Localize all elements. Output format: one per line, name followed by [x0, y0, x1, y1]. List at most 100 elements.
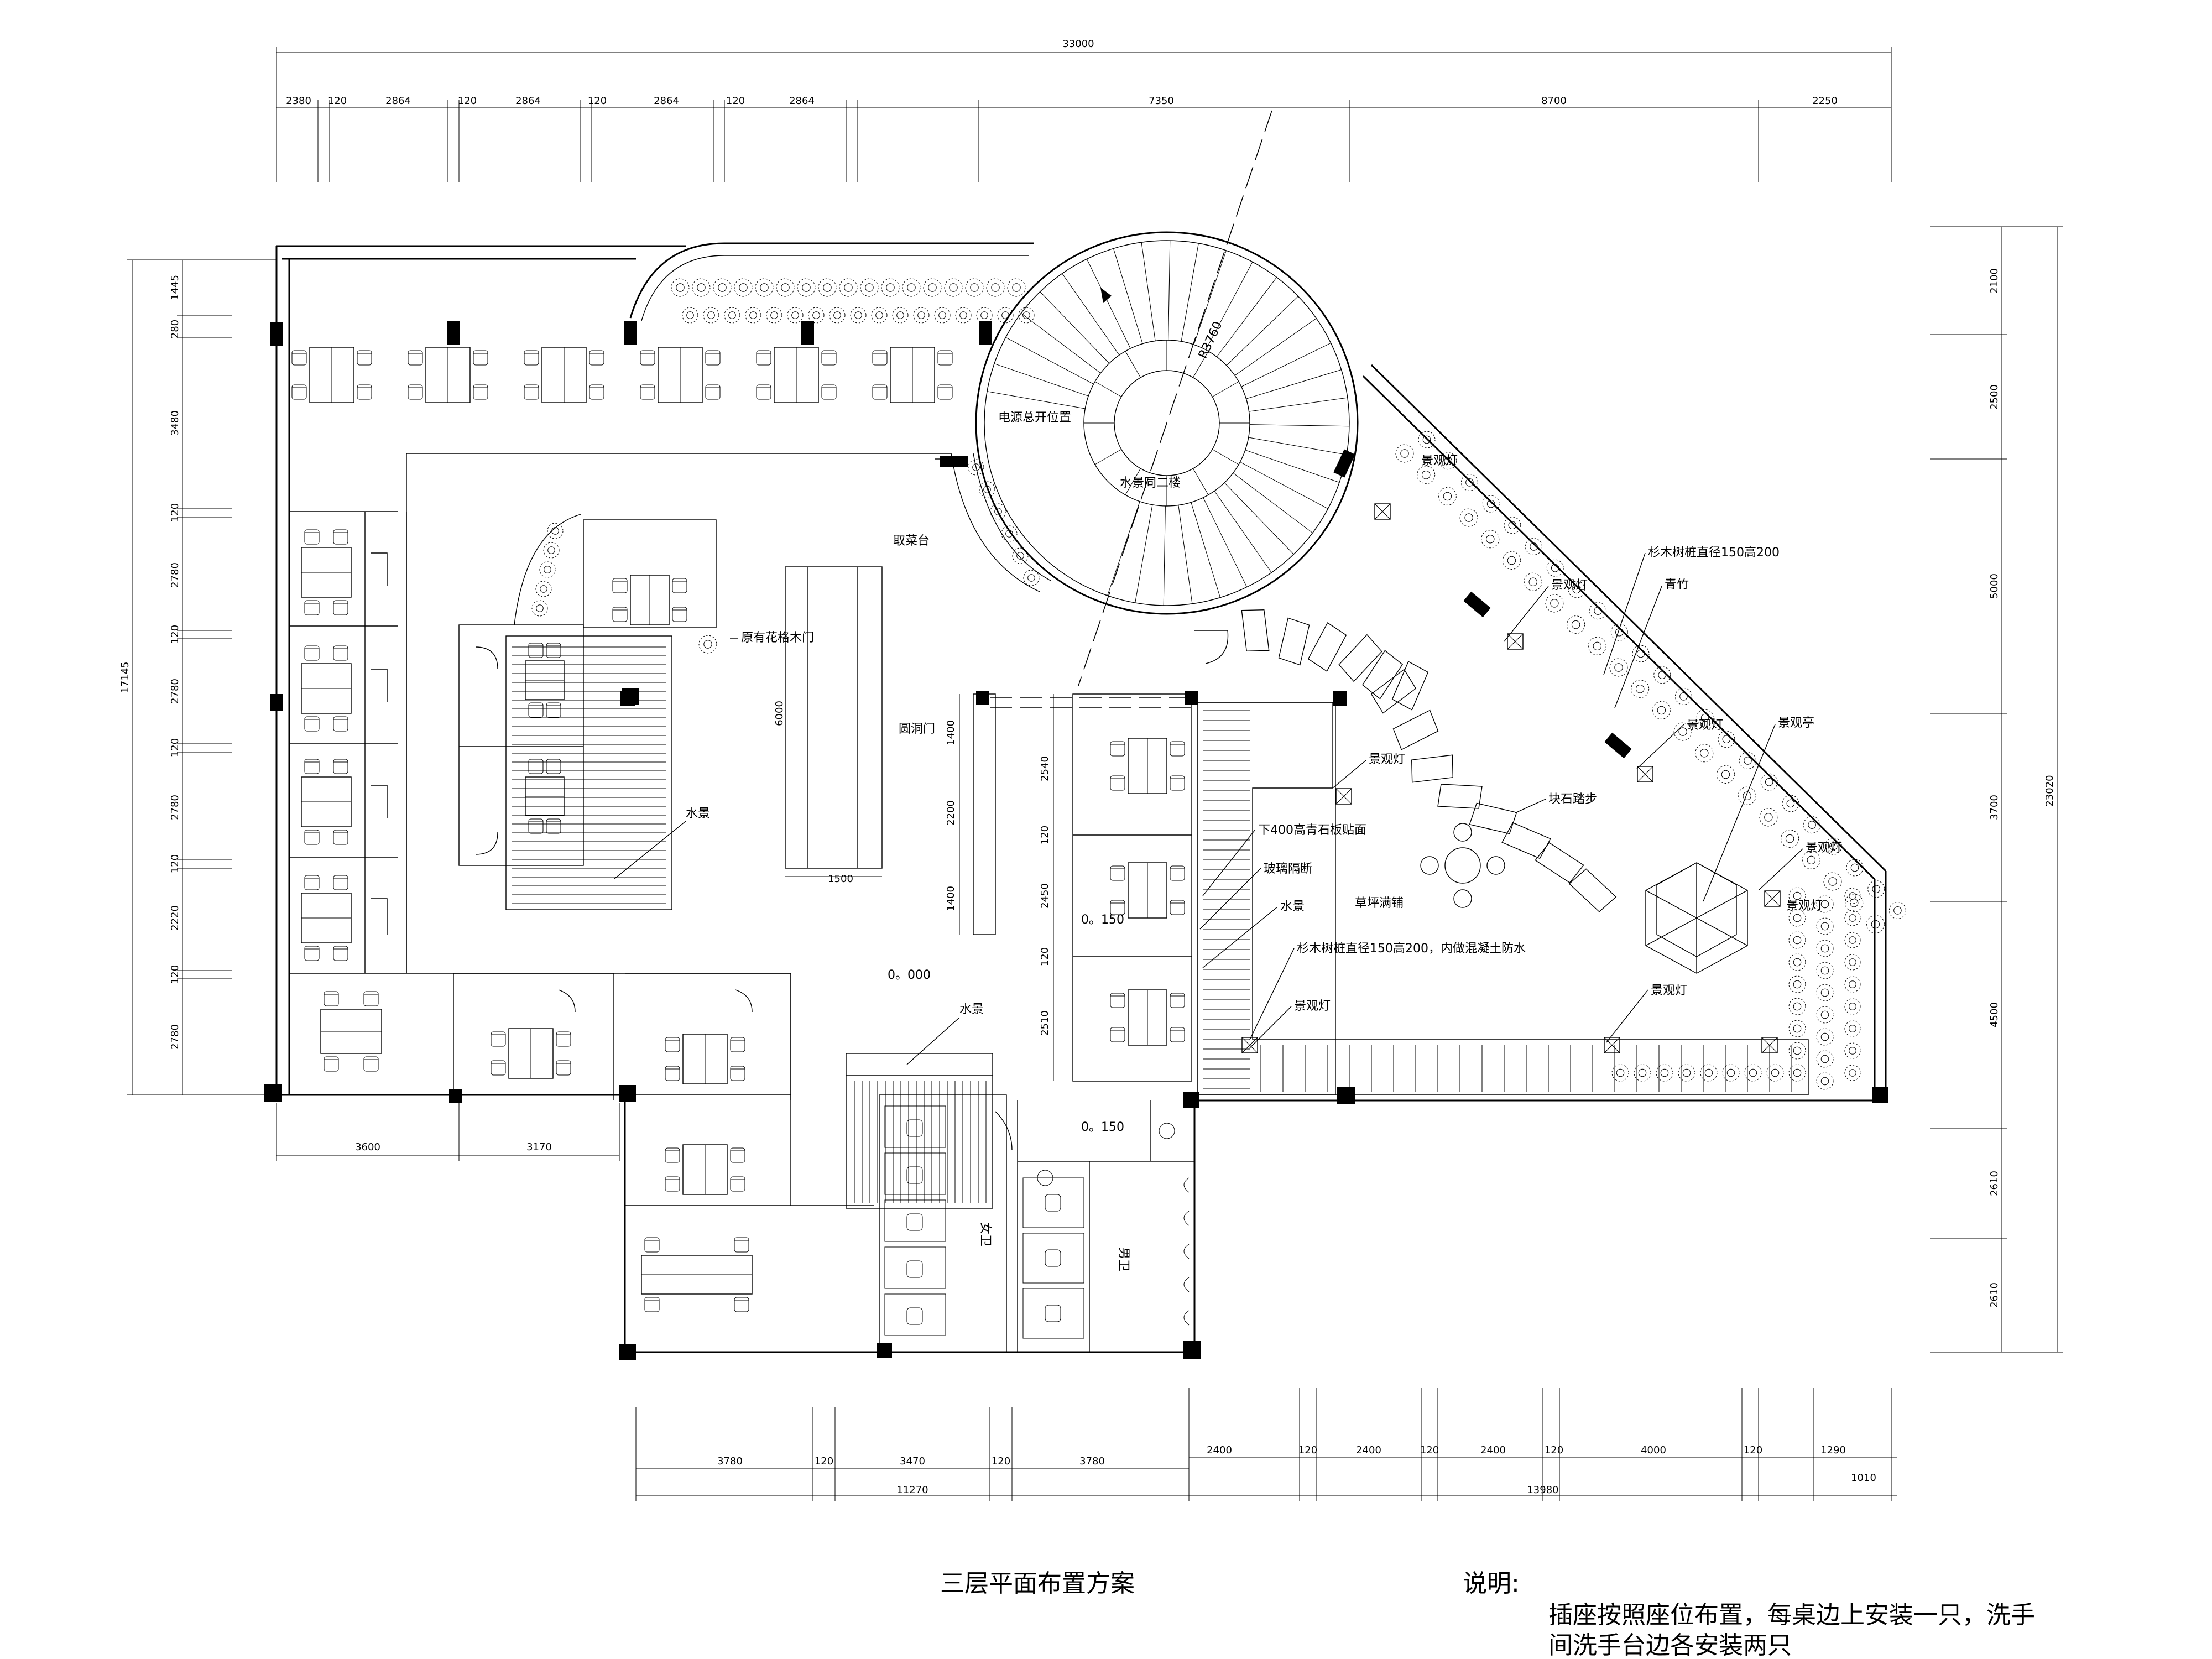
shrub-icon [535, 581, 552, 597]
dim-top-3: 120 [458, 95, 477, 107]
shrub-icon [531, 600, 548, 617]
dim-left-6: 2780 [169, 679, 181, 704]
shrub-icon [1739, 752, 1756, 769]
stepping-stone [1535, 842, 1584, 883]
shrub-icon [724, 307, 740, 324]
table [525, 759, 565, 834]
shrub-icon [913, 307, 930, 324]
shrub-icon [1503, 551, 1521, 570]
stepping-stone [1392, 709, 1439, 750]
table [640, 347, 721, 403]
label-light3: 景观灯 [1687, 718, 1723, 732]
shrub-icon [1788, 1064, 1806, 1082]
shrub-icon [990, 503, 1006, 520]
garden-arc-top [629, 242, 1034, 319]
table [301, 645, 352, 732]
shrub-icon [955, 307, 972, 324]
dim-br-5: 120 [1545, 1444, 1563, 1456]
shrub-icon [1438, 487, 1457, 505]
table [612, 575, 687, 625]
dim-top-7: 120 [726, 95, 745, 107]
shrub-icon [766, 307, 782, 324]
dim-buffet-width: 1500 [828, 873, 853, 885]
shrub-icon [1844, 976, 1861, 993]
dim-top-9: 7350 [1149, 95, 1174, 107]
dim-door-0: 1400 [945, 720, 957, 745]
stepping-stone [1391, 661, 1429, 711]
shrub-icon [682, 307, 698, 324]
dim-right-5: 2610 [1989, 1171, 2000, 1196]
dim-br-0: 2400 [1207, 1444, 1232, 1456]
shrub-icon [839, 278, 858, 297]
dim-bm-total: 11270 [896, 1484, 928, 1496]
label-light4: 景观灯 [1369, 753, 1405, 766]
shrub-icon [547, 523, 564, 539]
label-light1: 景观灯 [1421, 454, 1458, 468]
dimension-bottom-mid: 3780 120 3470 120 3780 11270 [635, 1407, 1190, 1501]
shrub-icon [1652, 701, 1671, 719]
label-female-wc: 女卫 [978, 1222, 992, 1246]
table [1110, 862, 1185, 919]
shrub-icon [1788, 909, 1806, 927]
dimension-left: 17145 1445280348012027801202780120278012… [119, 259, 276, 1095]
garden-round-table [1420, 823, 1505, 908]
shrub-icon [1018, 307, 1035, 324]
table [301, 529, 352, 615]
dim-top-total: 33000 [1062, 38, 1094, 50]
label-light2: 景观灯 [1551, 578, 1588, 592]
dim-left-3: 120 [169, 503, 181, 522]
dim-left-8: 2780 [169, 795, 181, 820]
label-lawn: 草坪满铺 [1355, 896, 1404, 910]
shrub-icon [1816, 1050, 1834, 1068]
shrub-icon [1632, 645, 1650, 662]
garden-deck [1197, 702, 1809, 1095]
shrub-icon [850, 307, 867, 324]
stepping-stone [1411, 754, 1454, 783]
label-male-wc: 男卫 [1117, 1247, 1130, 1271]
table [408, 347, 488, 403]
table [641, 1237, 753, 1312]
label-stone-under: 下400高青石板贴面 [1258, 823, 1366, 837]
table [320, 991, 382, 1072]
shrub-icon [1816, 917, 1834, 935]
shrub-icon [1866, 915, 1885, 933]
shrub-icon [934, 307, 951, 324]
label-level-150b: 0。150 [1081, 1120, 1124, 1134]
label-light6: 景观灯 [1786, 899, 1823, 913]
shrub-icon [1844, 954, 1861, 971]
shrub-icon [1844, 888, 1861, 904]
dim-bm-0: 3780 [717, 1455, 743, 1467]
dim-door-2: 1400 [945, 886, 957, 911]
dim-top-6: 2864 [654, 95, 679, 107]
pavilion-icon [1645, 862, 1748, 974]
dim-br-8: 1290 [1820, 1444, 1846, 1456]
shrub-icon [944, 278, 963, 297]
shrub-icon [1611, 1064, 1629, 1082]
shrub-icon [1504, 517, 1521, 534]
dim-br-7: 120 [1744, 1444, 1762, 1456]
shrub-icon [1766, 1064, 1784, 1082]
dim-top-11: 2250 [1812, 95, 1838, 107]
dim-right-6: 2610 [1989, 1282, 2000, 1308]
dim-left-total: 17145 [119, 661, 131, 693]
dim-right-2: 5000 [1989, 573, 2000, 599]
note-line-1: 插座按照座位布置，每桌边上安装一只，洗手 [1548, 1601, 2035, 1629]
dim-bm-1: 120 [815, 1455, 833, 1467]
stair-arrow-icon [1100, 288, 1112, 303]
shrub-icon [1673, 722, 1692, 741]
shrub-icon [923, 278, 942, 297]
dim-left-1: 280 [169, 320, 181, 338]
landscape-lights [1241, 503, 1781, 1053]
shrub-icon [1744, 1064, 1762, 1082]
dim-top-5: 120 [588, 95, 607, 107]
shrub-icon [703, 307, 719, 324]
shrub-icon [1816, 984, 1834, 1001]
dim-booth-3: 120 [1039, 947, 1051, 966]
dining-tables [291, 347, 1185, 1312]
shrub-icon [1823, 872, 1842, 891]
shrub-icon [1788, 998, 1806, 1015]
outer-walls [275, 245, 1887, 1353]
shrub-icon [1545, 594, 1564, 613]
shrub-icon [1816, 1006, 1834, 1024]
